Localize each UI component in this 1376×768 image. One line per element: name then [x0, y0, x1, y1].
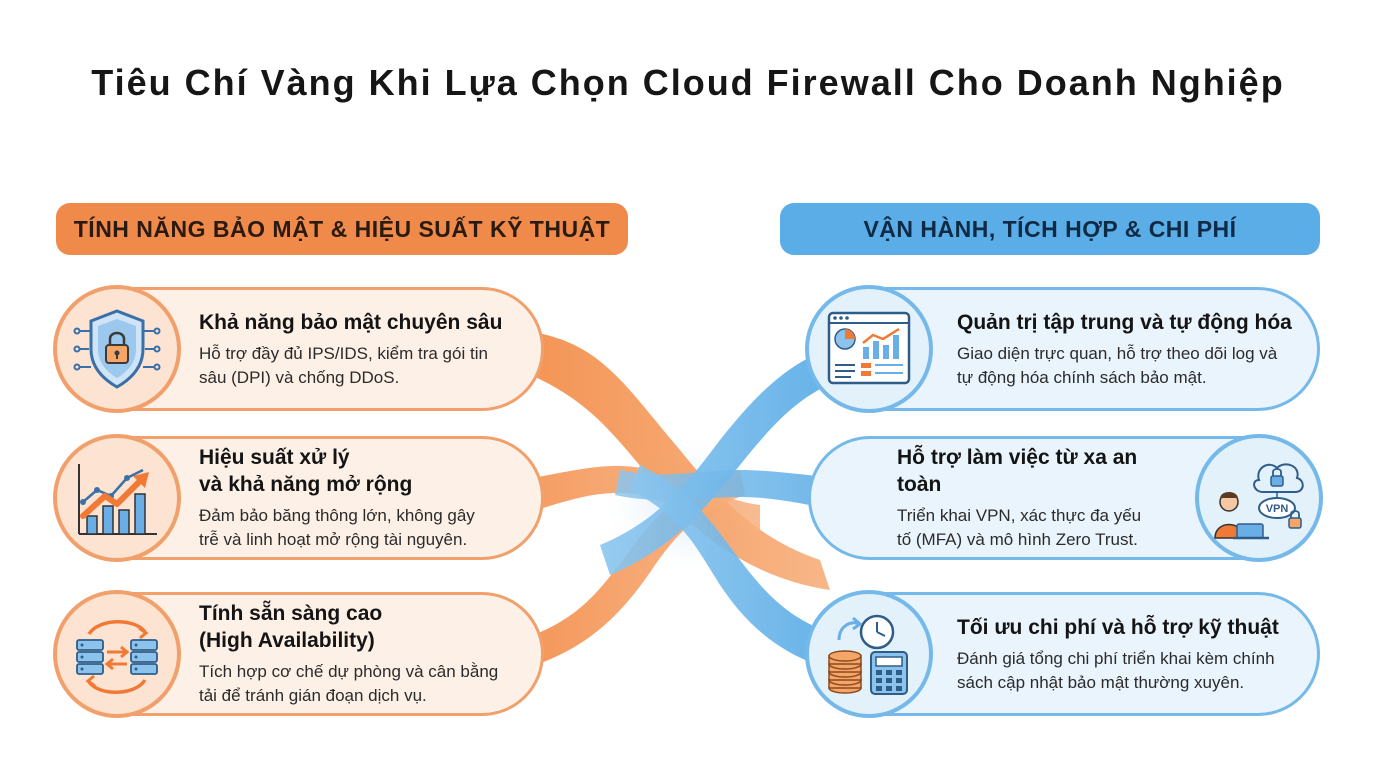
card-secure-remote-work: VPN Hỗ trợ làm việc từ xa an toàn Triển … [808, 434, 1323, 562]
card-desc-line-2: trễ và linh hoạt mở rộng tài nguyên. [199, 530, 468, 549]
card-title-line-1: Tính sẵn sàng cao [199, 602, 383, 625]
vpn-remote-icon: VPN [1195, 434, 1323, 562]
page-title: Tiêu Chí Vàng Khi Lựa Chọn Cloud Firewal… [91, 62, 1285, 103]
server-failover-icon [53, 590, 181, 718]
card-desc-line-1: Đảm bảo băng thông lớn, không gây [199, 506, 475, 525]
card-title-line-2: (High Availability) [199, 629, 375, 652]
dashboard-icon [805, 285, 933, 413]
card-desc-line-1: Đánh giá tổng chi phí triển khai kèm chí… [957, 648, 1275, 668]
card-high-availability: Tính sẵn sàng cao (High Availability) Tí… [53, 590, 544, 718]
card-centralized-management: Quản trị tập trung và tự động hóa Giao d… [805, 285, 1320, 413]
card-desc-line-1: Triển khai VPN, xác thực đa yếu [897, 506, 1142, 525]
card-title: Tối ưu chi phí và hỗ trợ kỹ thuật [957, 615, 1279, 639]
growth-chart-icon [53, 434, 181, 562]
card-title-line-1: Hiệu suất xử lý [199, 446, 350, 469]
card-deep-security: Khả năng bảo mật chuyên sâu Hỗ trợ đầy đ… [53, 285, 544, 413]
card-desc-line-1: Hỗ trợ đầy đủ IPS/IDS, kiểm tra gói tin [199, 343, 488, 363]
card-desc-line-2: tải để tránh gián đoạn dịch vụ. [199, 686, 427, 705]
card-desc-line-1: Giao diện trực quan, hỗ trợ theo dõi log… [957, 343, 1278, 363]
shield-lock-icon [53, 285, 181, 413]
card-desc-line-2: sâu (DPI) và chống DDoS. [199, 367, 400, 387]
card-desc-line-2: tự động hóa chính sách bảo mật. [957, 367, 1207, 387]
card-desc-line-1: Tích hợp cơ chế dự phòng và cân bằng [199, 662, 499, 681]
blue-ribbon-1 [600, 340, 860, 575]
card-performance-scalability: Hiệu suất xử lý và khả năng mở rộng Đảm … [53, 434, 544, 562]
card-desc-line-2: sách cập nhật bảo mật thường xuyên. [957, 672, 1245, 692]
left-section-header: TÍNH NĂNG BẢO MẬT & HIỆU SUẤT KỸ THUẬT [56, 203, 628, 255]
card-title: Quản trị tập trung và tự động hóa [957, 310, 1292, 334]
card-title-line-2: và khả năng mở rộng [199, 473, 413, 496]
card-title: Khả năng bảo mật chuyên sâu [199, 310, 503, 334]
cost-calculator-icon [805, 590, 933, 718]
blue-ribbon-3 [630, 465, 860, 675]
card-desc-line-2: tố (MFA) và mô hình Zero Trust. [897, 530, 1138, 549]
card-cost-optimization: Tối ưu chi phí và hỗ trợ kỹ thuật Đánh g… [805, 590, 1320, 718]
blue-ribbon-2 [615, 470, 870, 515]
vpn-label: VPN [1266, 503, 1289, 515]
right-section-header: VẬN HÀNH, TÍCH HỢP & CHI PHÍ [780, 203, 1320, 255]
card-title: Hỗ trợ làm việc từ xa an toàn [897, 446, 1138, 496]
